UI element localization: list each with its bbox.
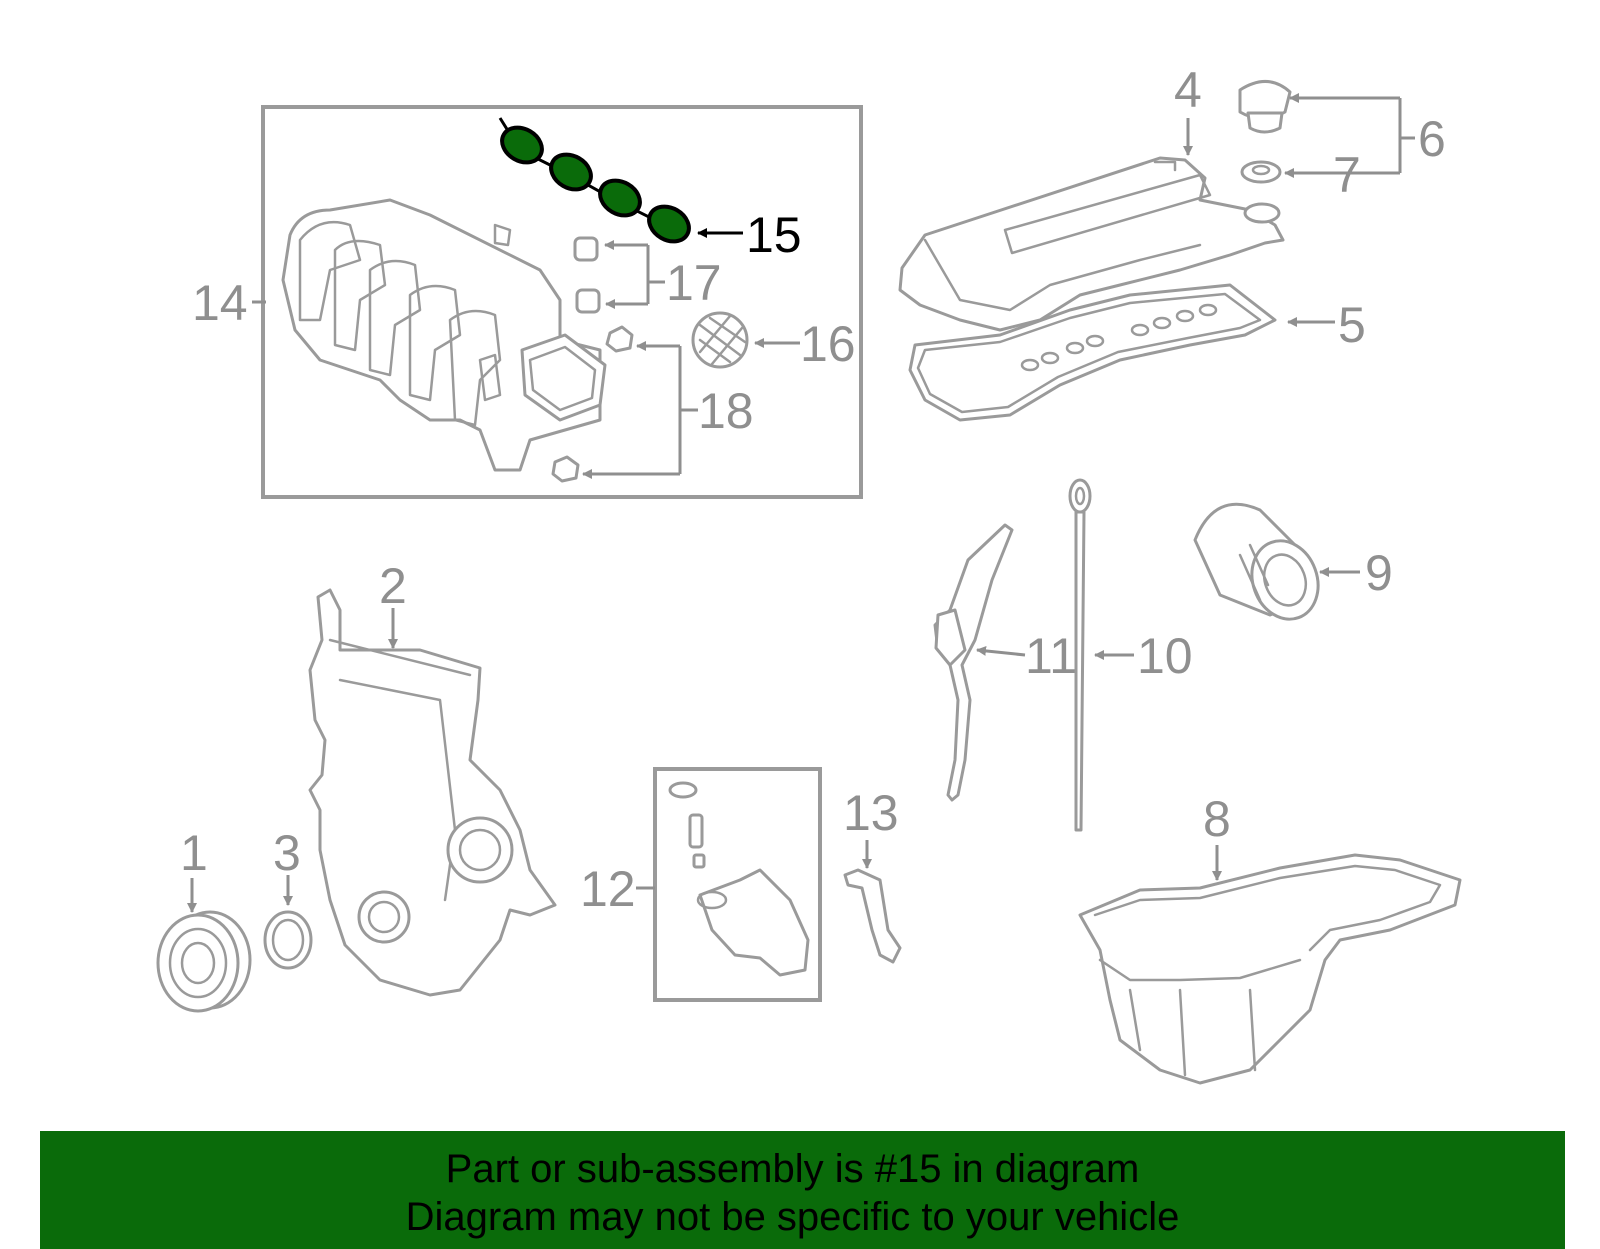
callout-1: 1: [180, 825, 208, 881]
part-4-valve-cover: [898, 156, 1285, 332]
callout-18: 18: [698, 383, 754, 439]
leader-lines: [187, 93, 1415, 913]
part-16-screen: [691, 311, 749, 369]
callout-10: 10: [1137, 628, 1193, 684]
callout-8: 8: [1203, 791, 1231, 847]
part-9-oil-filter: [1193, 502, 1320, 621]
part-17-bushings: [573, 236, 601, 314]
part-7-cap-gasket: [1240, 160, 1282, 184]
part-5-valve-cover-gasket: [908, 283, 1277, 422]
part-10-dipstick: [1068, 478, 1092, 832]
part-18-fittings: [551, 325, 634, 483]
info-banner: Part or sub-assembly is #15 in diagram D…: [40, 1131, 1565, 1249]
callout-16: 16: [800, 316, 856, 372]
banner-line-disclaimer: Diagram may not be specific to your vehi…: [405, 1195, 1180, 1239]
callout-17: 17: [666, 255, 722, 311]
callout-5: 5: [1338, 297, 1366, 353]
callout-3: 3: [273, 825, 301, 881]
part-11-dipstick-tube: [933, 523, 1014, 802]
callout-13: 13: [843, 785, 899, 841]
part-2-timing-cover: [308, 588, 557, 997]
part-3-front-seal: [263, 910, 313, 970]
callout-14: 14: [192, 275, 248, 331]
part-13-tube: [843, 868, 902, 964]
callout-2: 2: [379, 558, 407, 614]
callout-6: 6: [1418, 111, 1446, 167]
part-12-oil-pump: [668, 781, 810, 977]
part-1-crank-pulley: [156, 910, 252, 1013]
callout-9: 9: [1365, 545, 1393, 601]
part-15-intake-gasket: [498, 117, 691, 244]
callout-4: 4: [1174, 62, 1202, 118]
part-6-oil-filler-cap: [1238, 80, 1292, 134]
part-14-intake-manifold: [281, 198, 607, 472]
callout-labels: 1 2 3 4 5 6 7 8 9 10 11 12 13 14 15 16 1…: [180, 62, 1446, 917]
callout-15: 15: [746, 207, 802, 263]
callout-12: 12: [580, 861, 636, 917]
banner-line-part: Part or sub-assembly is #15 in diagram: [445, 1147, 1140, 1191]
callout-7: 7: [1333, 147, 1361, 203]
part-8-oil-pan: [1078, 853, 1462, 1085]
callout-11: 11: [1025, 628, 1077, 684]
